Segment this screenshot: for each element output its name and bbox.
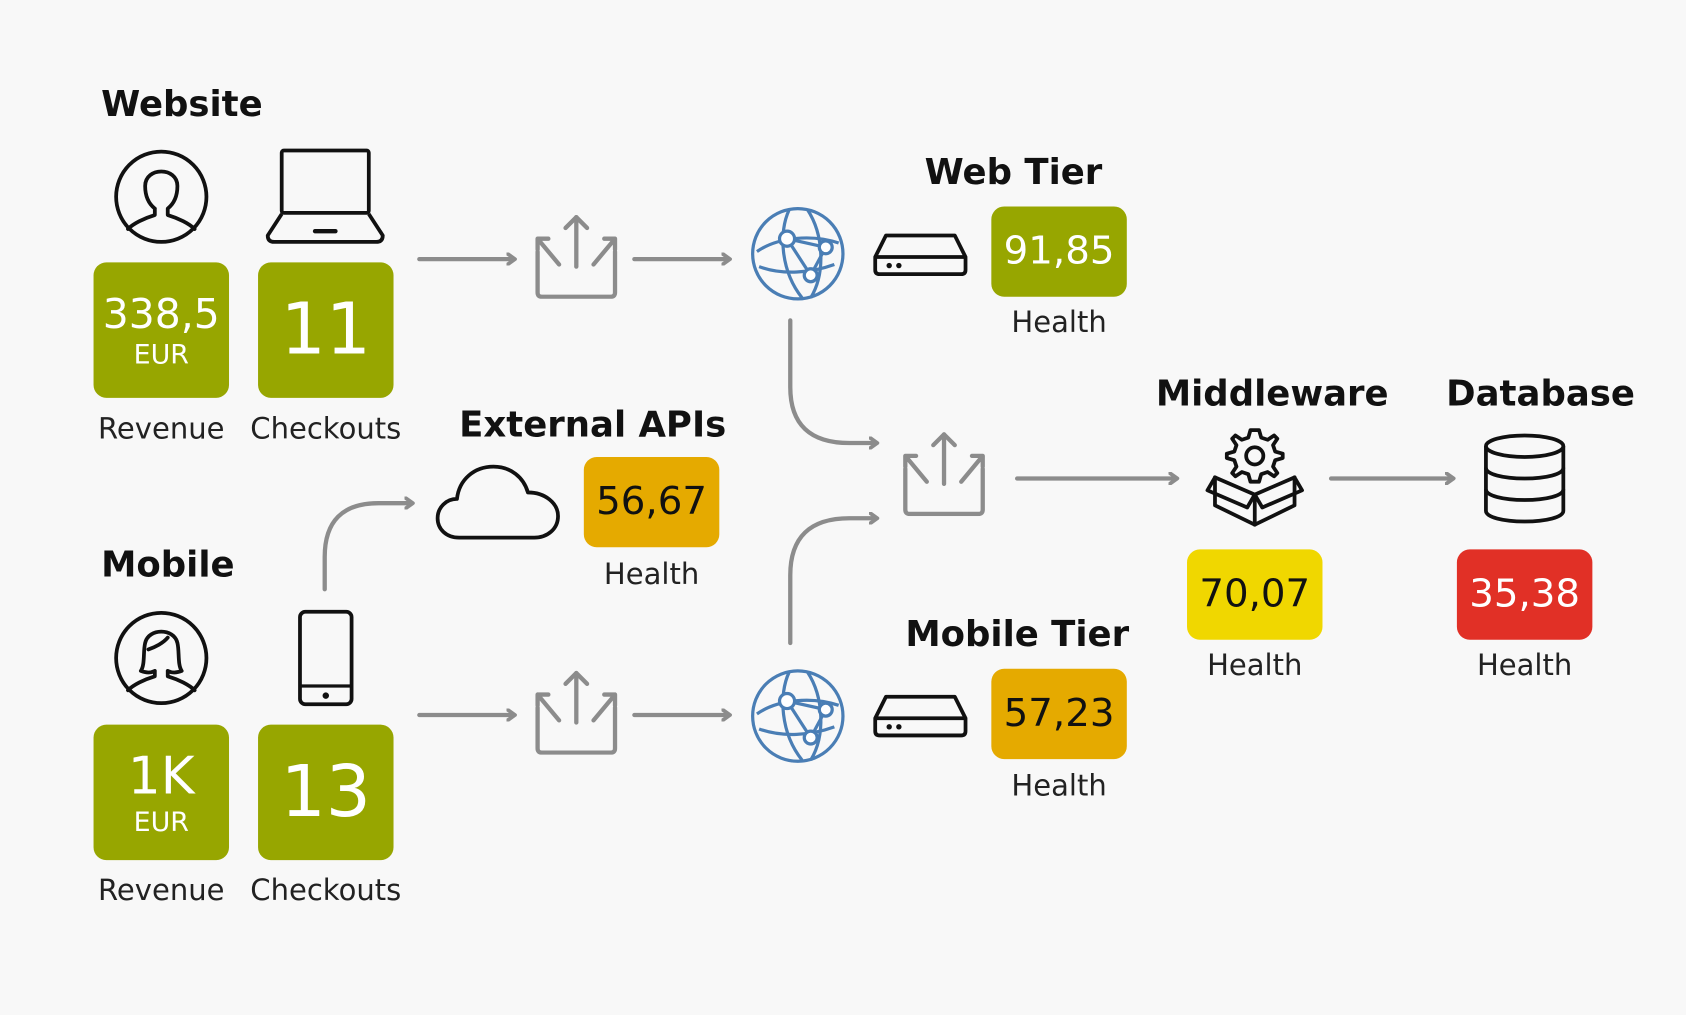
cloud-icon xyxy=(435,464,560,540)
external-apis-health-value: 56,67 xyxy=(596,479,707,524)
middleware-health-value: 70,07 xyxy=(1199,572,1311,617)
mobile-title: Mobile xyxy=(101,542,235,585)
globe-network-icon xyxy=(751,206,845,301)
mobile-checkouts-tile: 13 xyxy=(258,724,394,861)
web-tier-title: Web Tier xyxy=(924,150,1103,193)
website-title: Website xyxy=(101,82,263,125)
mobile-revenue-value: 1K xyxy=(127,745,195,806)
database-health-label: Health xyxy=(1476,649,1573,683)
middleware-health-tile: 70,07 xyxy=(1187,549,1323,640)
smartphone-icon xyxy=(298,609,354,707)
arrow-phone-to-external-apis xyxy=(322,503,412,592)
laptop-icon xyxy=(265,148,385,244)
middleware-health-label: Health xyxy=(1207,649,1303,683)
share-icon xyxy=(903,432,985,517)
web-tier-health-tile: 91,85 xyxy=(991,206,1127,297)
server-icon xyxy=(873,694,968,738)
mobile-tier-health-tile: 57,23 xyxy=(991,668,1127,760)
web-tier-health-value: 91,85 xyxy=(1003,229,1115,274)
website-revenue-unit: EUR xyxy=(133,338,189,370)
user-male-icon xyxy=(114,149,209,244)
mobile-tier-health-value: 57,23 xyxy=(1003,691,1115,736)
user-female-icon xyxy=(114,610,209,706)
external-apis-title: External APIs xyxy=(459,403,727,446)
mobile-tier-health-label: Health xyxy=(1011,769,1107,804)
mobile-checkouts-value: 13 xyxy=(280,750,371,834)
arrow-web-tier-to-merge xyxy=(788,318,876,443)
mobile-checkouts-label: Checkouts xyxy=(250,874,402,908)
database-icon xyxy=(1484,433,1566,524)
web-tier-health-label: Health xyxy=(1011,306,1107,340)
mobile-tier-title: Mobile Tier xyxy=(905,612,1130,655)
website-checkouts-label: Checkouts xyxy=(250,412,402,447)
share-icon xyxy=(535,215,618,299)
database-health-tile: 35,38 xyxy=(1456,549,1593,640)
arrow-mobile-tier-to-merge xyxy=(788,518,876,646)
external-apis-health-tile: 56,67 xyxy=(583,456,720,548)
website-checkouts-tile: 11 xyxy=(258,262,394,398)
external-apis-health-label: Health xyxy=(603,558,700,592)
mobile-revenue-tile: 1K EUR xyxy=(93,724,230,861)
middleware-title: Middleware xyxy=(1155,372,1389,414)
mobile-revenue-unit: EUR xyxy=(133,805,189,838)
website-checkouts-value: 11 xyxy=(280,288,371,371)
database-health-value: 35,38 xyxy=(1469,572,1581,617)
website-revenue-label: Revenue xyxy=(98,412,225,447)
share-icon xyxy=(535,670,618,755)
mobile-revenue-label: Revenue xyxy=(98,874,225,908)
database-title: Database xyxy=(1446,372,1635,414)
gear-box-icon xyxy=(1205,428,1304,527)
server-icon xyxy=(873,233,968,277)
website-revenue-value: 338,5 xyxy=(102,289,220,338)
globe-network-icon xyxy=(751,669,845,763)
website-revenue-tile: 338,5 EUR xyxy=(93,262,230,398)
